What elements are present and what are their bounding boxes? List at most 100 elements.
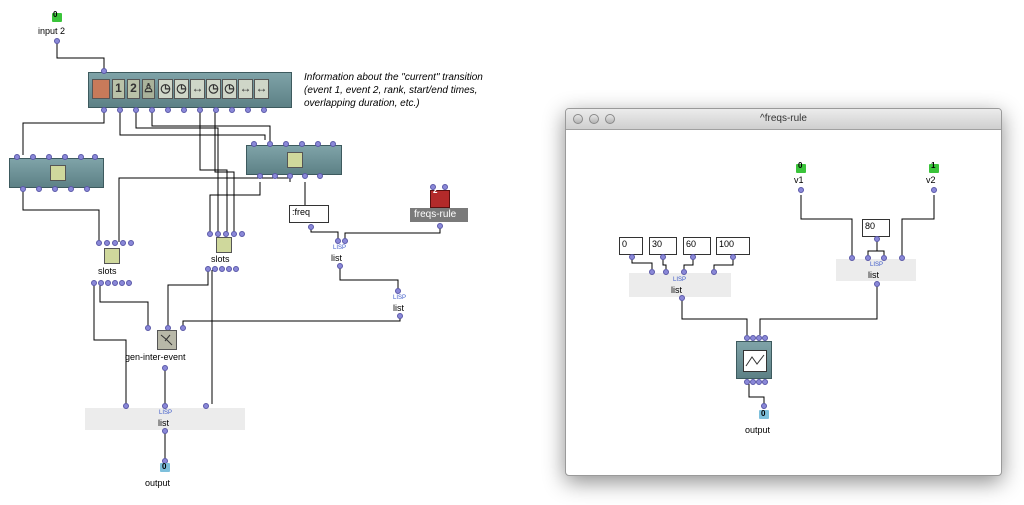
slots-left-outlet-1[interactable]	[91, 280, 97, 286]
value-box-60[interactable]: 60	[683, 237, 711, 255]
freqs-rule-inlet-1[interactable]	[430, 184, 436, 190]
window-list-left-outlet[interactable]	[679, 295, 685, 301]
bpf-outlet-4[interactable]	[762, 379, 768, 385]
transition-outlet-1[interactable]	[101, 107, 107, 113]
right-box-inlet-5[interactable]	[315, 141, 321, 147]
freq-outlet[interactable]	[308, 224, 314, 230]
right-box-outlet-5[interactable]	[317, 173, 323, 179]
list-main-outlet[interactable]	[162, 428, 168, 434]
right-box-outlet-3[interactable]	[287, 173, 293, 179]
right-box-inlet-4[interactable]	[299, 141, 305, 147]
window-list-right-outlet[interactable]	[874, 281, 880, 287]
right-box-inlet-2[interactable]	[267, 141, 273, 147]
transition-outlet-11[interactable]	[261, 107, 267, 113]
slots-right-inlet-2[interactable]	[215, 231, 221, 237]
v1-arrow-icon[interactable]	[796, 161, 806, 173]
window-list-left-inlet-2[interactable]	[663, 269, 669, 275]
value-80-outlet[interactable]	[874, 236, 880, 242]
window-list-right-inlet-4[interactable]	[899, 255, 905, 261]
list1-outlet[interactable]	[337, 263, 343, 269]
slots-left-outlet-5[interactable]	[119, 280, 125, 286]
list-main-inlet-1[interactable]	[123, 403, 129, 409]
left-box-outlet-4[interactable]	[68, 186, 74, 192]
bpf-inlet-3[interactable]	[756, 335, 762, 341]
output-arrow-icon[interactable]	[160, 462, 170, 472]
slots-left-outlet-6[interactable]	[126, 280, 132, 286]
window-output-arrow-icon[interactable]	[759, 409, 769, 419]
window-list-right-inlet-3[interactable]	[881, 255, 887, 261]
slots-left-outlet-2[interactable]	[98, 280, 104, 286]
list2-inlet[interactable]	[395, 288, 401, 294]
right-box-inlet-6[interactable]	[330, 141, 336, 147]
minimize-button[interactable]	[589, 114, 599, 124]
left-box-outlet-1[interactable]	[20, 186, 26, 192]
bpf-outlet-1[interactable]	[744, 379, 750, 385]
list1-inlet-2[interactable]	[342, 238, 348, 244]
left-box-inlet-4[interactable]	[62, 154, 68, 160]
left-box-outlet-3[interactable]	[52, 186, 58, 192]
window-list-right-inlet-2[interactable]	[865, 255, 871, 261]
bpf-inlet-4[interactable]	[762, 335, 768, 341]
list-main-box[interactable]	[85, 408, 245, 430]
transition-outlet-2[interactable]	[117, 107, 123, 113]
freqs-rule-icon[interactable]	[430, 190, 450, 208]
slots-right-outlet-1[interactable]	[205, 266, 211, 272]
slots-right-inlet-3[interactable]	[223, 231, 229, 237]
transition-outlet-7[interactable]	[197, 107, 203, 113]
slots-left-inlet-3[interactable]	[112, 240, 118, 246]
right-box-outlet-1[interactable]	[257, 173, 263, 179]
left-box-outlet-5[interactable]	[84, 186, 90, 192]
value-60-outlet[interactable]	[690, 254, 696, 260]
gen-inter-event-icon[interactable]	[157, 330, 177, 350]
slots-right-outlet-2[interactable]	[212, 266, 218, 272]
value-30-outlet[interactable]	[660, 254, 666, 260]
left-box-inlet-5[interactable]	[78, 154, 84, 160]
window-titlebar[interactable]: ^freqs-rule	[566, 109, 1001, 130]
transition-info-box[interactable]: 1 2 ♙ ◷ ◷ ↔ ◷ ◷ ↔ ↔	[88, 72, 292, 108]
input-2-arrow-icon[interactable]	[52, 10, 62, 22]
transition-outlet-9[interactable]	[229, 107, 235, 113]
slots-right-inlet-4[interactable]	[231, 231, 237, 237]
transition-inlet[interactable]	[101, 68, 107, 74]
window-list-right-inlet-1[interactable]	[849, 255, 855, 261]
gen-inter-event-outlet[interactable]	[162, 365, 168, 371]
right-box-inlet-3[interactable]	[283, 141, 289, 147]
transition-outlet-5[interactable]	[165, 107, 171, 113]
window-list-left-inlet-3[interactable]	[681, 269, 687, 275]
v1-outlet[interactable]	[798, 187, 804, 193]
bpf-outlet-3[interactable]	[756, 379, 762, 385]
v2-outlet[interactable]	[931, 187, 937, 193]
transition-outlet-3[interactable]	[133, 107, 139, 113]
right-class-box[interactable]	[246, 145, 342, 175]
value-box-80[interactable]: 80	[862, 219, 890, 237]
slots-left-inlet-2[interactable]	[104, 240, 110, 246]
transition-outlet-8[interactable]	[213, 107, 219, 113]
bpf-outlet-2[interactable]	[750, 379, 756, 385]
left-box-inlet-1[interactable]	[14, 154, 20, 160]
window-output-inlet[interactable]	[761, 403, 767, 409]
value-box-100[interactable]: 100	[716, 237, 750, 255]
freqs-rule-window[interactable]: ^freqs-rule 0 v1 1 v2 0 30 60 100	[565, 108, 1002, 476]
right-box-inlet-1[interactable]	[251, 141, 257, 147]
slots-right-outlet-5[interactable]	[233, 266, 239, 272]
freqs-rule-inlet-2[interactable]	[442, 184, 448, 190]
v2-arrow-icon[interactable]	[929, 161, 939, 173]
window-list-left-box[interactable]	[629, 273, 731, 297]
right-box-outlet-4[interactable]	[302, 173, 308, 179]
window-list-left-inlet-4[interactable]	[711, 269, 717, 275]
slots-left-inlet-5[interactable]	[128, 240, 134, 246]
bpf-box[interactable]	[736, 341, 772, 379]
left-box-outlet-2[interactable]	[36, 186, 42, 192]
slots-left-inlet-4[interactable]	[120, 240, 126, 246]
slots-left-icon[interactable]	[104, 248, 120, 264]
slots-right-outlet-3[interactable]	[219, 266, 225, 272]
freq-keyword-box[interactable]: :freq	[289, 205, 329, 223]
gen-inter-event-inlet-1[interactable]	[145, 325, 151, 331]
right-box-outlet-2[interactable]	[272, 173, 278, 179]
window-list-right-box[interactable]	[836, 259, 916, 281]
transition-outlet-4[interactable]	[149, 107, 155, 113]
value-box-0[interactable]: 0	[619, 237, 643, 255]
left-box-inlet-6[interactable]	[92, 154, 98, 160]
list-main-inlet-2[interactable]	[162, 403, 168, 409]
left-box-inlet-3[interactable]	[46, 154, 52, 160]
